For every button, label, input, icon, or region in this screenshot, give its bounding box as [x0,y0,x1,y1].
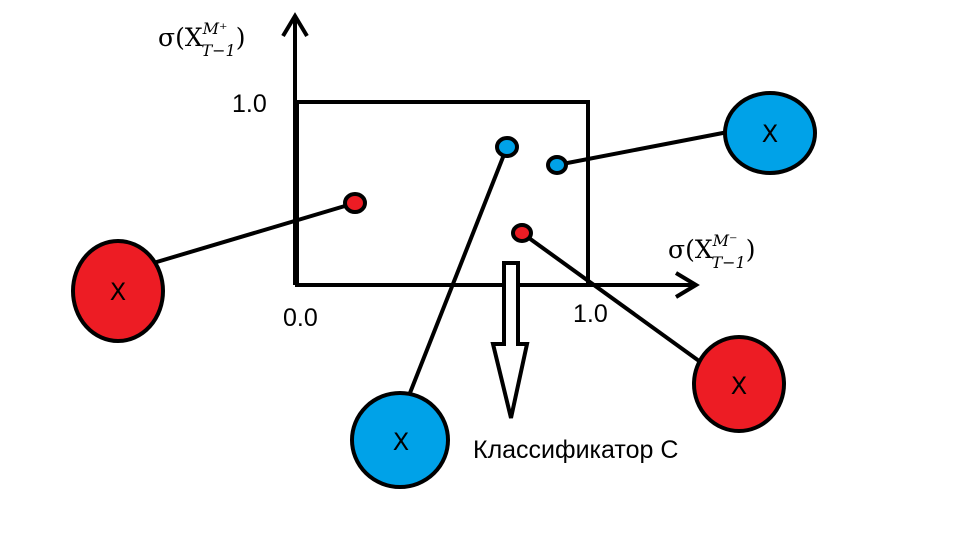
blue-node-top-right: X [723,91,817,175]
connector-red-bottom-right [520,231,708,368]
data-points [343,136,568,243]
connector-red-left [149,201,356,266]
x-axis-label: σ(XM⁻T−1) [668,231,755,272]
connector-blue-top-right [556,130,729,167]
tick-origin: 0.0 [283,304,318,332]
point-red-2 [511,223,533,243]
tick-x-max: 1.0 [573,300,608,328]
node-glyph: X [393,428,409,456]
node-glyph: X [731,372,747,400]
red-node-bottom-right: X [692,335,786,433]
node-glyph: X [762,120,778,148]
y-axis-label: σ(XM⁺T−1) [158,19,245,60]
red-node-left: X [71,239,165,343]
point-blue-1 [495,136,519,158]
point-blue-2 [546,155,568,175]
down-arrow [490,261,530,419]
node-glyph: X [110,278,126,306]
point-red-1 [343,192,367,214]
feature-space-box [295,100,590,287]
connector-blue-bottom [406,146,509,399]
connectors [149,130,729,399]
blue-node-bottom: X [350,391,450,489]
tick-y-max: 1.0 [232,90,267,118]
classifier-label: Классификатор C [473,436,678,464]
